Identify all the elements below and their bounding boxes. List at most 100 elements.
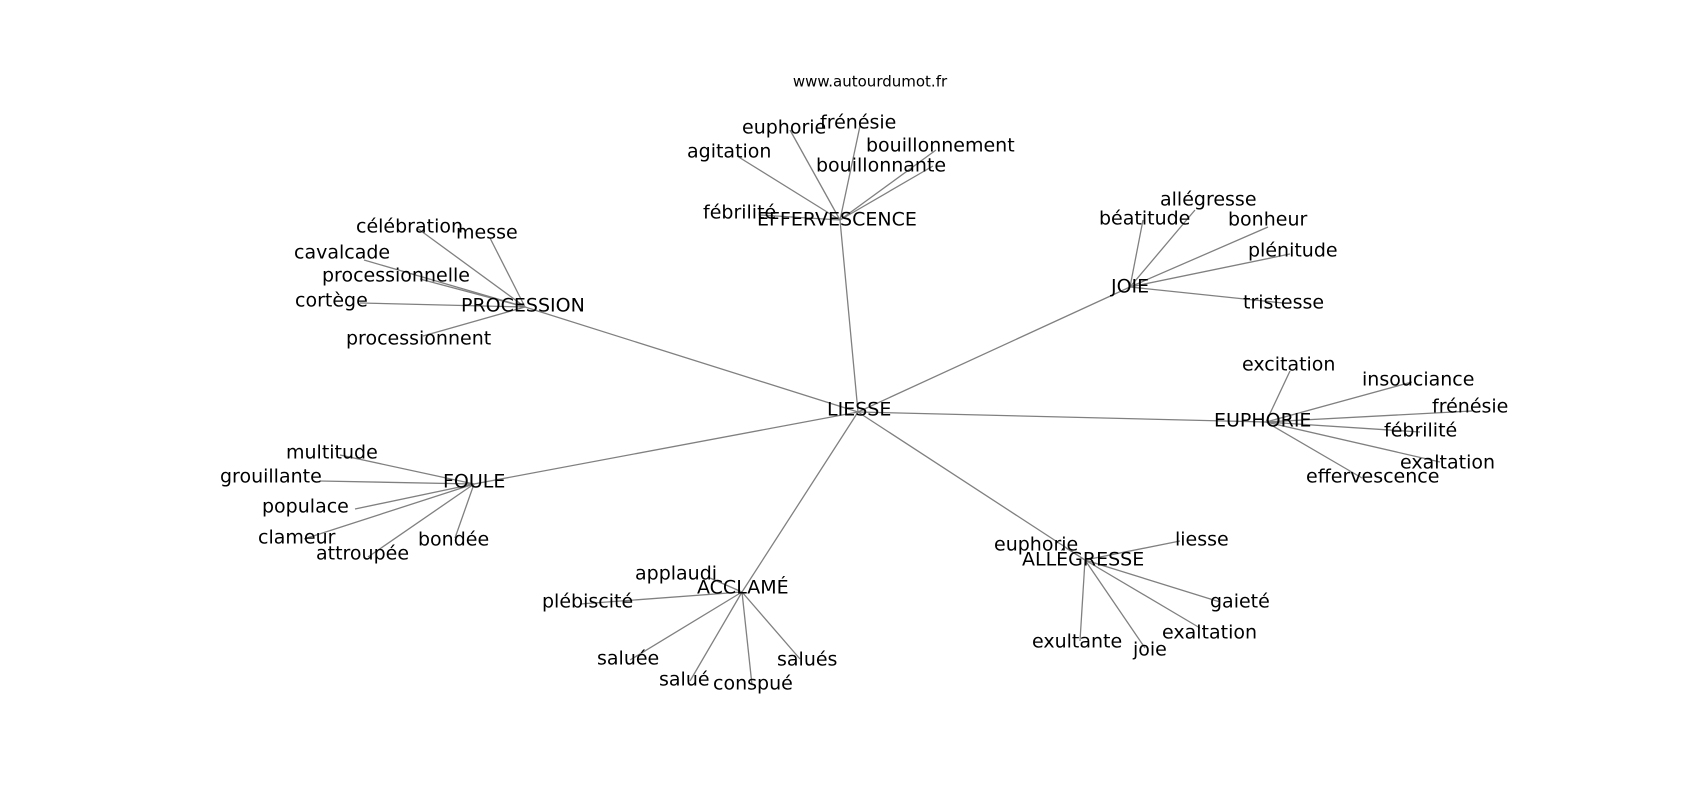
node-acclame-salue[interactable]: salué (659, 669, 710, 691)
edge-joie-beatitude (1129, 219, 1144, 288)
edge-liesse-allegresse-hub (857, 411, 1086, 561)
node-joie[interactable]: JOIE (1110, 276, 1149, 298)
edge-effervescence-agitation (736, 155, 841, 221)
edge-allegresse-hub-exultante (1079, 559, 1086, 642)
edge-foule-attroupee (367, 483, 475, 558)
node-euphorie-hub[interactable]: EUPHORIE (1214, 410, 1311, 432)
edge-effervescence-frenesie (839, 125, 861, 221)
edge-acclame-conspue (741, 591, 753, 686)
node-acclame-conspue[interactable]: conspué (713, 673, 793, 695)
node-acclame-salues[interactable]: salués (777, 649, 837, 671)
edge-acclame-salues (741, 591, 801, 660)
node-acclame-plebiscite[interactable]: plébiscité (542, 591, 633, 613)
node-allegresse-hub-liesse[interactable]: liesse (1175, 529, 1229, 551)
edge-foule-grouillante (319, 480, 475, 485)
node-foule-grouillante[interactable]: grouillante (220, 466, 322, 488)
edge-euphorie-hub-excitation (1265, 370, 1291, 423)
edge-joie-allegresse (1129, 209, 1196, 288)
edge-euphorie-hub-exaltation (1265, 421, 1441, 463)
edge-acclame-applaudi (709, 577, 743, 593)
node-allegresse-hub-exaltation[interactable]: exaltation (1162, 622, 1257, 644)
edge-liesse-effervescence (839, 219, 859, 413)
edge-liesse-joie (857, 286, 1131, 413)
edge-procession-messe (489, 237, 526, 308)
node-effervescence[interactable]: EFFERVESCENCE (757, 209, 917, 231)
edge-procession-processionnelle (419, 278, 526, 308)
node-euphorie-hub-exaltation[interactable]: exaltation (1400, 452, 1495, 474)
node-procession-processionnent[interactable]: processionnent (346, 328, 491, 350)
node-allegresse-hub-joie[interactable]: joie (1132, 639, 1167, 661)
node-foule-multitude[interactable]: multitude (286, 442, 378, 464)
node-foule[interactable]: FOULE (443, 471, 505, 493)
node-euphorie-hub-excitation[interactable]: excitation (1242, 354, 1335, 376)
source-label: www.autourdumot.fr (793, 73, 948, 91)
edge-foule-clameur (303, 483, 475, 540)
node-liesse[interactable]: LIESSE (827, 399, 891, 421)
edge-foule-multitude (339, 454, 475, 485)
node-procession-cortege[interactable]: cortège (295, 290, 368, 312)
node-euphorie-hub-febrilite[interactable]: fébrilité (1384, 420, 1457, 442)
node-acclame-applaudi[interactable]: applaudi (635, 563, 717, 585)
edge-euphorie-hub-febrilite (1265, 421, 1421, 433)
edge-foule-populace (354, 483, 475, 510)
edge-foule-bondee (454, 483, 475, 539)
edge-liesse-acclame (741, 411, 859, 593)
edge-allegresse-hub-exaltation (1084, 559, 1201, 629)
edge-euphorie-hub-effervescence (1265, 421, 1363, 479)
edge-procession-cortege (359, 302, 526, 308)
node-euphorie-hub-effervescence[interactable]: effervescence (1306, 466, 1439, 488)
edge-acclame-plebiscite (579, 591, 743, 605)
node-joie-plenitude[interactable]: plénitude (1248, 240, 1338, 262)
edge-allegresse-hub-euphorie (1065, 547, 1086, 561)
node-procession-processionnelle[interactable]: processionnelle (322, 265, 470, 287)
node-joie-allegresse[interactable]: allégresse (1160, 189, 1257, 211)
node-allegresse-hub-exultante[interactable]: exultante (1032, 631, 1122, 653)
edge-procession-cavalcade (363, 259, 526, 308)
edge-euphorie-hub-frenesie (1265, 410, 1473, 423)
node-effervescence-bouillonnante[interactable]: bouillonnante (816, 155, 946, 177)
node-procession-messe[interactable]: messe (456, 222, 518, 244)
edge-effervescence-febrilite (759, 214, 841, 221)
node-joie-bonheur[interactable]: bonheur (1228, 209, 1308, 231)
node-procession-cavalcade[interactable]: cavalcade (294, 242, 390, 264)
graph-edges (303, 125, 1473, 686)
edge-acclame-saluee (629, 591, 743, 661)
edge-joie-bonheur (1129, 226, 1269, 288)
node-procession-celebration[interactable]: célébration (356, 216, 463, 238)
node-effervescence-agitation[interactable]: agitation (687, 141, 771, 163)
node-effervescence-bouillonnement[interactable]: bouillonnement (866, 135, 1015, 157)
node-effervescence-frenesie[interactable]: frénésie (820, 112, 896, 134)
node-allegresse-hub-euphorie[interactable]: euphorie (994, 534, 1078, 556)
edge-effervescence-bouillonnante (839, 165, 934, 221)
edge-allegresse-hub-gaiete (1084, 559, 1221, 603)
edge-effervescence-euphorie (789, 129, 841, 221)
node-joie-tristesse[interactable]: tristesse (1243, 292, 1324, 314)
edge-liesse-foule (473, 411, 859, 485)
graph-labels: www.autourdumot.fr LIESSEeuphoriefrénési… (220, 73, 1508, 695)
edge-procession-processionnent (422, 306, 526, 337)
edge-liesse-euphorie-hub (857, 411, 1267, 423)
node-foule-bondee[interactable]: bondée (418, 529, 489, 551)
node-euphorie-hub-insouciance[interactable]: insouciance (1362, 369, 1474, 391)
node-effervescence-euphorie[interactable]: euphorie (742, 117, 826, 139)
node-foule-populace[interactable]: populace (262, 496, 349, 518)
edge-effervescence-bouillonnement (839, 149, 937, 221)
edge-joie-plenitude (1129, 253, 1291, 288)
edge-joie-tristesse (1129, 286, 1284, 304)
edge-allegresse-hub-joie (1084, 559, 1146, 649)
node-allegresse-hub[interactable]: ALLÉGRESSE (1022, 548, 1144, 571)
node-euphorie-hub-frenesie[interactable]: frénésie (1432, 396, 1508, 418)
node-effervescence-febrilite[interactable]: fébrilité (703, 202, 776, 224)
node-foule-clameur[interactable]: clameur (258, 527, 336, 549)
node-procession[interactable]: PROCESSION (461, 295, 585, 317)
node-allegresse-hub-gaiete[interactable]: gaieté (1210, 591, 1270, 613)
edge-acclame-salue (689, 591, 743, 682)
node-joie-beatitude[interactable]: béatitude (1099, 208, 1190, 230)
node-acclame-saluee[interactable]: saluée (597, 648, 659, 670)
edge-procession-celebration (416, 227, 526, 308)
edge-liesse-procession (524, 306, 859, 413)
node-foule-attroupee[interactable]: attroupée (316, 543, 409, 565)
edge-allegresse-hub-liesse (1084, 540, 1181, 561)
node-acclame[interactable]: ACCLAMÉ (697, 576, 789, 599)
